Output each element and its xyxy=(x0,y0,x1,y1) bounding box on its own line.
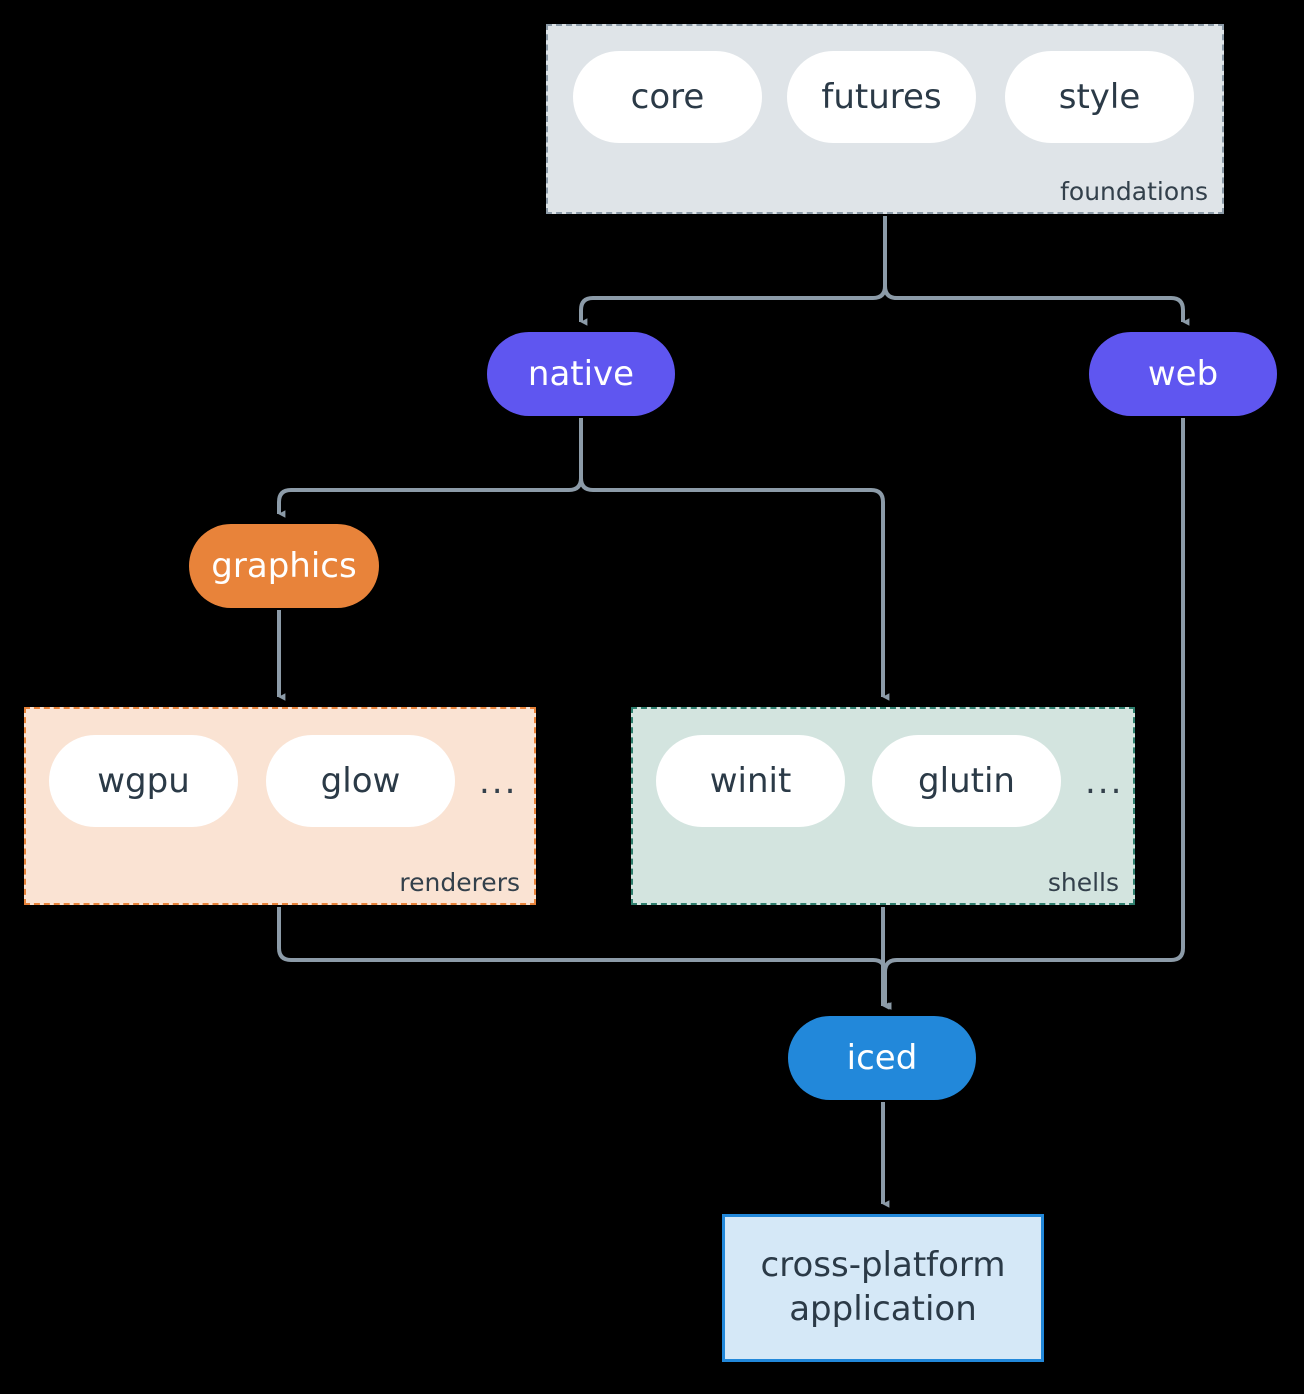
node-label-graphics: graphics xyxy=(211,546,357,586)
edge-native-to-graphics xyxy=(277,477,583,518)
node-iced[interactable]: iced xyxy=(788,1016,976,1100)
cluster-label-renderers: renderers xyxy=(399,868,520,897)
cluster-label-shells: shells xyxy=(1047,868,1119,897)
shells-ellipsis: ... xyxy=(1085,762,1124,802)
node-winit[interactable]: winit xyxy=(656,735,845,827)
renderers-ellipsis: ... xyxy=(479,762,518,802)
node-wgpu[interactable]: wgpu xyxy=(49,735,238,827)
node-graphics[interactable]: graphics xyxy=(189,524,379,608)
node-core[interactable]: core xyxy=(573,51,762,143)
application-line-1: cross-platform xyxy=(760,1245,1006,1286)
edge-native-to-shells xyxy=(579,477,890,701)
application-line-2: application xyxy=(789,1289,977,1329)
edge-renderers-to-iced xyxy=(277,907,892,1010)
node-glutin[interactable]: glutin xyxy=(872,735,1061,827)
node-futures[interactable]: futures xyxy=(787,51,976,143)
node-native[interactable]: native xyxy=(487,332,675,416)
node-label-glow: glow xyxy=(320,761,401,801)
node-label-native: native xyxy=(527,354,635,394)
node-label-winit: winit xyxy=(709,761,792,801)
edge-foundations-to-native xyxy=(579,285,887,326)
node-label-wgpu: wgpu xyxy=(97,761,190,801)
node-label-style: style xyxy=(1058,77,1141,117)
edge-foundations-to-web xyxy=(883,285,1190,326)
node-style[interactable]: style xyxy=(1005,51,1194,143)
node-web[interactable]: web xyxy=(1089,332,1277,416)
node-cross-platform-application[interactable]: cross-platform application xyxy=(722,1214,1044,1362)
node-label-glutin: glutin xyxy=(918,761,1015,801)
node-glow[interactable]: glow xyxy=(266,735,455,827)
node-label-futures: futures xyxy=(821,77,942,117)
node-label-core: core xyxy=(630,77,705,117)
cluster-label-foundations: foundations xyxy=(1060,177,1208,206)
node-label-iced: iced xyxy=(846,1038,918,1078)
node-label-web: web xyxy=(1147,354,1219,394)
